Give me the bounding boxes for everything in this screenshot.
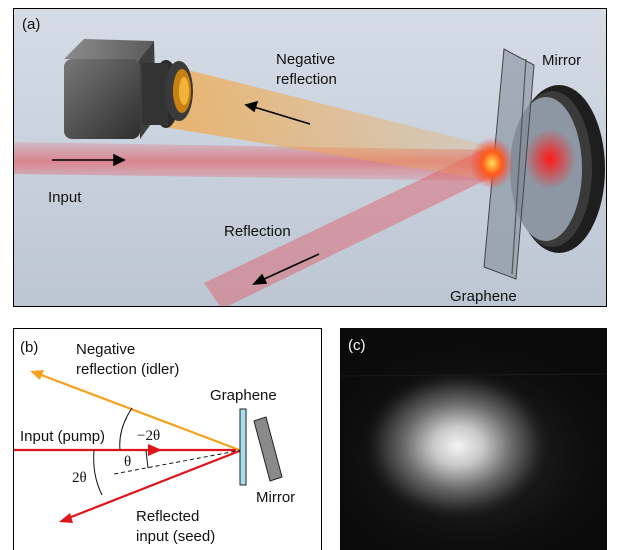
seed-ray	[65, 448, 243, 521]
reflection-beam	[204, 149, 500, 306]
reflection-arrow	[261, 253, 320, 281]
graphene-label: Graphene	[450, 288, 517, 305]
mirror-label: Mirror	[542, 52, 581, 69]
idler-label-2: reflection (idler)	[76, 361, 179, 378]
negative-reflection-label-2: reflection	[276, 71, 337, 88]
angle-theta-label: θ	[124, 454, 131, 470]
negative-reflection-label-1: Negative	[276, 51, 335, 68]
angle-arc-two	[93, 449, 103, 496]
seed-label-2: input (seed)	[136, 528, 215, 545]
negative-reflection-beam	[164, 64, 494, 181]
panel-b: (b) Negative reflection (idler) Graphene…	[13, 328, 322, 550]
pump-label: Input (pump)	[20, 428, 105, 445]
input-label: Input	[48, 189, 82, 206]
panel-c-camera-image: (c)	[340, 328, 607, 550]
negative-reflection-arrow	[253, 106, 311, 125]
panel-b-diagram: (b) Negative reflection (idler) Graphene…	[14, 339, 295, 545]
angle-arc-theta	[145, 449, 149, 469]
seed-label-1: Reflected	[136, 508, 199, 525]
angle-neg-label: −2θ	[137, 428, 160, 444]
focal-spot	[470, 137, 514, 189]
panel-b-label: (b)	[20, 339, 38, 356]
angle-two-label: 2θ	[72, 470, 87, 486]
beam-spot	[360, 368, 556, 524]
mirror-icon	[510, 85, 605, 253]
camera-icon	[64, 39, 193, 139]
graphene-label-b: Graphene	[210, 387, 277, 404]
idler-arrowhead	[30, 370, 44, 380]
angle-arc-neg	[119, 407, 133, 451]
mirror-label-b: Mirror	[256, 489, 295, 506]
idler-ray	[35, 371, 243, 453]
panel-c-label: (c)	[348, 337, 366, 354]
panel-a-label: (a)	[22, 16, 40, 33]
input-arrowhead	[113, 153, 126, 167]
panel-c: (c)	[340, 328, 607, 550]
pump-arrowhead	[148, 444, 162, 456]
mirror-plate	[253, 416, 283, 482]
negative-reflection-arrowhead	[244, 100, 259, 113]
seed-arrowhead	[59, 513, 73, 523]
panel-a-illustration: (a) Negative reflection Mirror Input Ref…	[14, 9, 606, 306]
graphene-plate	[239, 408, 247, 486]
reflection-label: Reflection	[224, 223, 291, 240]
idler-label-1: Negative	[76, 341, 135, 358]
reflection-arrowhead	[252, 273, 268, 285]
normal-line	[113, 449, 243, 475]
panel-a: (a) Negative reflection Mirror Input Ref…	[13, 8, 607, 307]
